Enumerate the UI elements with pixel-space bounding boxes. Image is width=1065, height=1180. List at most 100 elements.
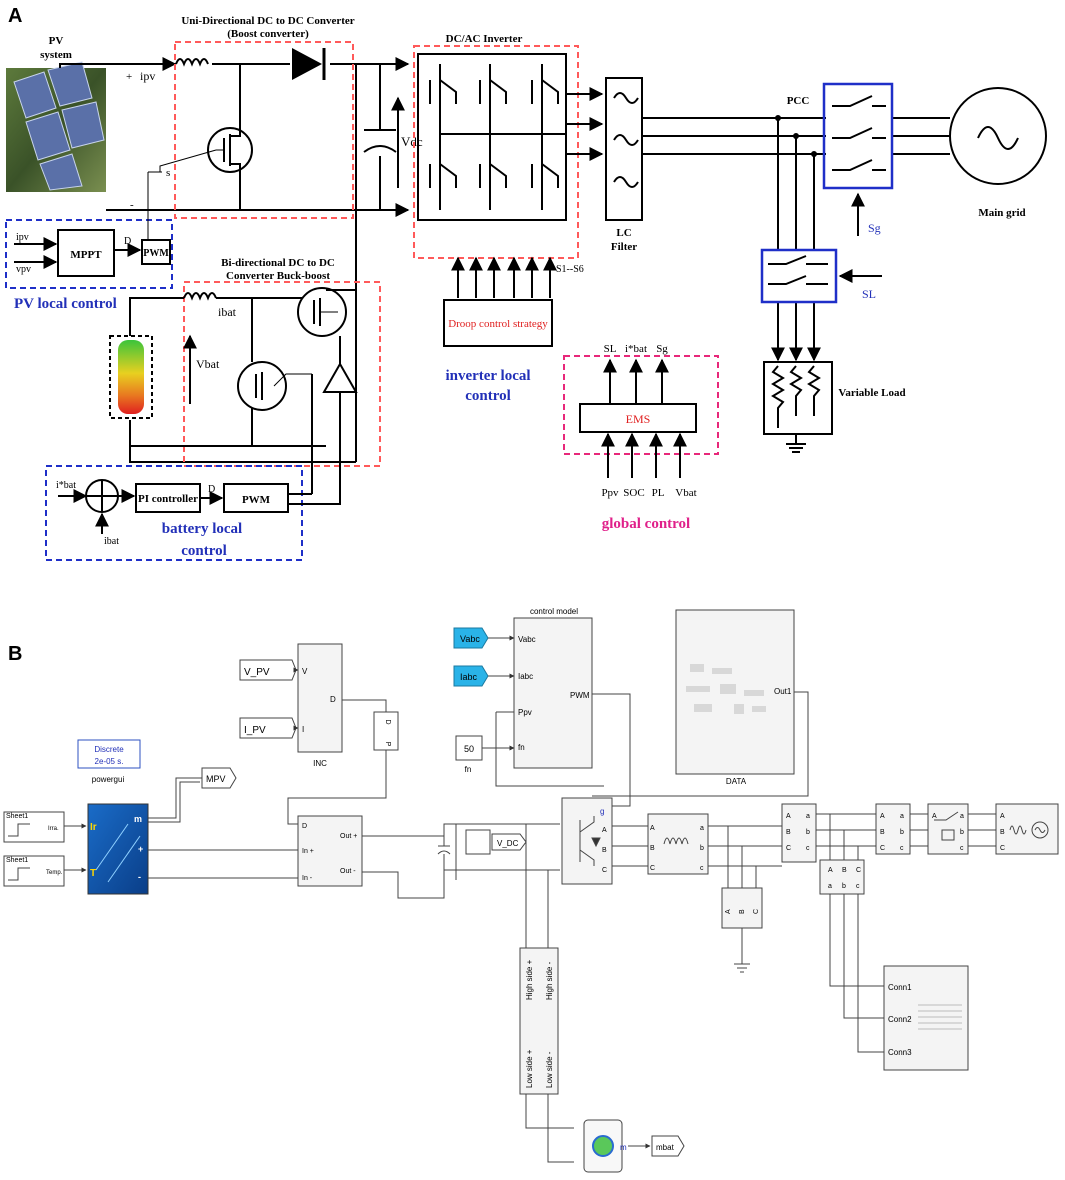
vabc-from-tag[interactable]	[453, 627, 489, 649]
iabc-from-tag[interactable]	[453, 665, 489, 687]
grid-source-block[interactable]	[995, 803, 1059, 855]
ctrl-pwm: PWM	[570, 691, 590, 700]
inc-block[interactable]	[297, 643, 343, 753]
ems-outputs	[603, 358, 669, 404]
rl-a: A	[650, 825, 655, 832]
gs-b: B	[1000, 829, 1005, 836]
control-model-block[interactable]	[513, 617, 593, 769]
m2-c-out: c	[900, 845, 904, 852]
gs-a: A	[1000, 813, 1005, 820]
boost-inductor	[175, 58, 209, 67]
bidir-mosfet-bottom	[237, 361, 312, 411]
ems-out-sg: Sg	[656, 343, 668, 355]
vdc-goto-tag[interactable]	[491, 833, 527, 851]
grid-breaker-block[interactable]	[927, 803, 969, 855]
vpv-from-tag[interactable]	[239, 659, 297, 681]
mppt-in-vpv: vpv	[16, 264, 31, 275]
lm-a: A	[828, 867, 833, 874]
load-measurement-block[interactable]	[819, 859, 865, 895]
lm-c: C	[856, 867, 861, 874]
boost-mosfet	[159, 127, 253, 173]
inverter-icon	[579, 816, 601, 866]
mbat-goto-tag[interactable]	[651, 1135, 685, 1157]
measurement-block-2[interactable]	[875, 803, 911, 855]
boost-outm: Out -	[340, 868, 356, 875]
m1-c-out: c	[806, 845, 810, 852]
sheet1-irradiance-block[interactable]	[3, 811, 65, 843]
dp-convert-block[interactable]	[373, 711, 399, 751]
boost-s-label: s	[166, 167, 170, 179]
boost-subsystem-block[interactable]	[297, 815, 363, 887]
pv-t: T	[90, 868, 96, 879]
panel-b-label: B	[8, 643, 22, 665]
battery-converter-block[interactable]	[519, 947, 559, 1095]
lm-c-out: c	[856, 883, 860, 890]
ems-in-pl: PL	[652, 487, 665, 499]
inverter-bridge	[417, 53, 567, 221]
m2-a: A	[880, 813, 885, 820]
sheet1-temp-block[interactable]	[3, 855, 65, 887]
gs-c: C	[1000, 845, 1005, 852]
inverter-local-1: inverter local	[445, 368, 530, 384]
sheet1b: Sheet1	[6, 857, 28, 864]
pv-array-block[interactable]	[87, 803, 149, 895]
bidir-buffer	[311, 336, 358, 494]
pv-local-control-box	[5, 219, 173, 289]
mppt-block	[57, 229, 115, 277]
sine-icon	[977, 126, 1019, 150]
m1-a: A	[786, 813, 791, 820]
vabc-tag-label: Vabc	[460, 634, 480, 644]
ipv-from-tag[interactable]	[239, 717, 297, 739]
irra-label: Irra.	[48, 826, 59, 832]
main-grid-label: Main grid	[978, 207, 1025, 219]
m2-b: B	[880, 829, 885, 836]
ctrl-ppv: Ppv	[518, 708, 532, 717]
pg-name: powergui	[92, 775, 125, 784]
vdc-tag-label: V_DC	[497, 839, 519, 848]
load-breaker-contacts	[768, 255, 828, 285]
m1-a-out: a	[806, 813, 810, 820]
battery-icon	[118, 340, 144, 414]
sheet1a: Sheet1	[6, 813, 28, 820]
variable-load-label: Variable Load	[838, 387, 905, 399]
mpv-goto-tag[interactable]	[201, 767, 237, 789]
m2-c: C	[880, 845, 885, 852]
ems-in-ppv: Ppv	[601, 487, 619, 499]
br-a-out: a	[960, 813, 964, 820]
rl-c: C	[650, 865, 655, 872]
m1-c: C	[786, 845, 791, 852]
measurement-block-1[interactable]	[781, 803, 817, 863]
bat-lsp: Low side +	[525, 1049, 534, 1088]
grid-breaker[interactable]	[822, 82, 894, 190]
pg-line-2: 2e-05 s.	[95, 757, 124, 766]
inc-name: INC	[313, 759, 327, 768]
boost-title-2: (Boost converter)	[227, 28, 309, 40]
load-subsystem-preview	[918, 1004, 962, 1030]
gain-top: D	[384, 719, 391, 724]
shunt-capacitor-block[interactable]	[721, 887, 763, 929]
pv-pwm-label: PWM	[143, 248, 169, 259]
data-name: DATA	[726, 777, 747, 786]
lm-a-out: a	[828, 883, 832, 890]
inverter-output-lines	[566, 87, 604, 161]
pv-pwm-block	[141, 239, 171, 265]
vdc-measurement[interactable]	[465, 829, 491, 855]
boost-title-1: Uni-Directional DC to DC Converter	[181, 15, 354, 27]
powergui-block[interactable]	[77, 739, 141, 769]
rl-b: B	[650, 845, 655, 852]
boost-diode	[292, 48, 326, 80]
ems-out-sl: SL	[604, 343, 617, 355]
battery-local-control-box	[45, 465, 303, 561]
pv-plus: +	[126, 71, 132, 83]
rl-filter-block[interactable]	[647, 813, 709, 875]
mppt-label: MPPT	[70, 249, 102, 261]
inverter-title: DC/AC Inverter	[446, 33, 523, 45]
load-breaker[interactable]	[760, 248, 838, 304]
gate-arrows	[451, 256, 557, 298]
battery-local-1: battery local	[162, 521, 242, 537]
rl-a-out: a	[700, 825, 704, 832]
inverter-block[interactable]	[561, 797, 613, 885]
ac-bus	[642, 117, 950, 362]
conn2: Conn2	[888, 1015, 912, 1024]
